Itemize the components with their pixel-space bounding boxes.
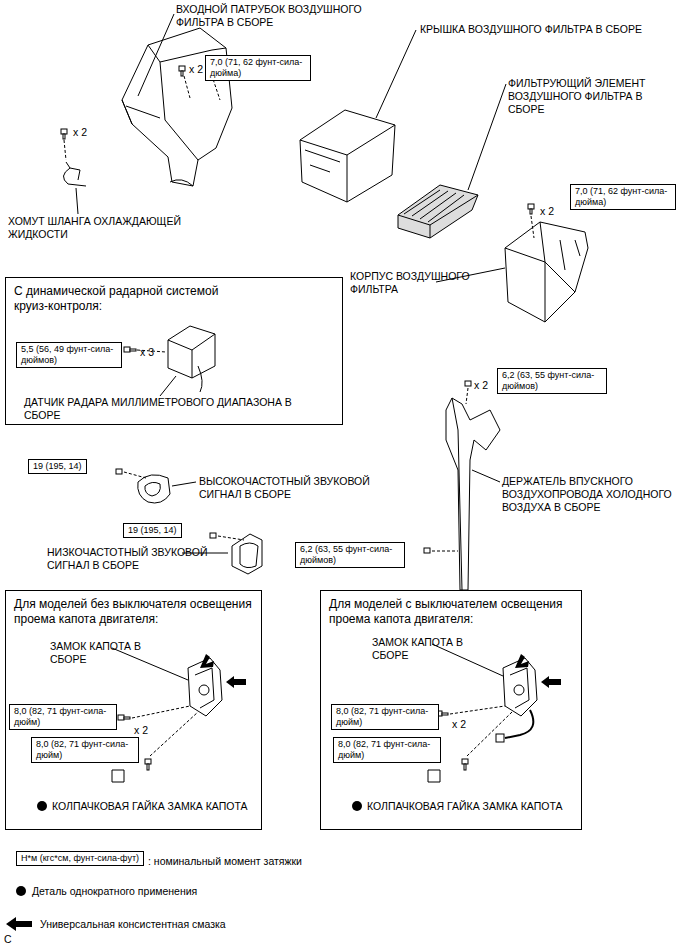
radar-sensor-drawing <box>124 326 215 392</box>
condition-heading: Для моделей без выключателя освещения пр… <box>14 597 254 627</box>
part-label: ДЕРЖАТЕЛЬ ВПУСКНОГО ВОЗДУХОПРОВОДА ХОЛОД… <box>502 475 680 514</box>
part-label: ЗАМОК КАПОТА В СБОРЕ <box>50 640 160 666</box>
torque-box: 8,0 (82, 71 фунт-сила-дюйм) <box>333 737 441 763</box>
part-label: ВХОДНОЙ ПАТРУБОК ВОЗДУШНОГО ФИЛЬТРА В СБ… <box>176 3 391 29</box>
torque-box: Н*м (кгс*см, фунт-сила-фут) <box>16 851 144 866</box>
bolt <box>179 66 185 76</box>
torque-value: Н*м (кгс*см, фунт-сила-фут) <box>21 853 139 864</box>
legend-arrow <box>6 917 32 931</box>
torque-box: 19 (195, 14) <box>123 523 182 538</box>
torque-box: 8,0 (82, 71 фунт-сила-дюйм) <box>9 704 117 730</box>
torque-value: 6,2 (63, 55 фунт-сила-дюймов) <box>502 370 602 392</box>
torque-value: 8,0 (82, 71 фунт-сила-дюйм) <box>14 706 112 728</box>
quantity-label: x 2 <box>474 379 488 392</box>
part-label: ДАТЧИК РАДАРА МИЛЛИМЕТРОВОГО ДИАПАЗОНА В… <box>24 396 324 422</box>
condition-box: Для моделей без выключателя освещения пр… <box>5 590 262 830</box>
torque-box: 8,0 (82, 71 фунт-сила-дюйм) <box>331 704 439 730</box>
torque-value: 7,0 (71, 62 фунт-сила-дюйма) <box>210 57 306 79</box>
torque-value: 8,0 (82, 71 фунт-сила-дюйм) <box>336 706 434 728</box>
air-inlet-drawing <box>122 28 232 186</box>
torque-value: 8,0 (82, 71 фунт-сила-дюйм) <box>338 739 436 761</box>
legend-text: Универсальная консистентная смазка <box>40 918 226 931</box>
part-label: ЗАМОК КАПОТА В СБОРЕ <box>372 636 482 662</box>
quantity-label: x 3 <box>140 346 154 359</box>
air-cleaner-cap-drawing <box>300 110 395 202</box>
torque-box: 6,2 (63, 55 фунт-сила-дюймов) <box>497 368 607 394</box>
part-label: ХОМУТ ШЛАНГА ОХЛАЖДАЮЩЕЙ ЖИДКОСТИ <box>8 215 198 241</box>
part-label: ФИЛЬТРУЮЩИЙ ЭЛЕМЕНТ ВОЗДУШНОГО ФИЛЬТРА В… <box>508 77 680 116</box>
holder-drawing <box>424 381 500 590</box>
part-label: КОРПУС ВОЗДУШНОГО ФИЛЬТРА <box>350 270 490 296</box>
legend-text: : номинальный момент затяжки <box>148 855 302 868</box>
quantity-label: x 2 <box>189 63 203 76</box>
torque-value: 7,0 (71, 62 фунт-сила-дюйма) <box>575 186 671 208</box>
torque-box: 6,2 (63, 55 фунт-сила-дюймов) <box>295 542 405 568</box>
torque-value: 5,5 (56, 49 фунт-сила-дюймов) <box>21 344 117 366</box>
grease-arrow <box>515 654 561 688</box>
hood-lock-drawing <box>112 658 222 782</box>
part-label: НИЗКОЧАСТОТНЫЙ ЗВУКОВОЙ СИГНАЛ В СБОРЕ <box>47 546 237 572</box>
part-label: КРЫШКА ВОЗДУШНОГО ФИЛЬТРА В СБОРЕ <box>420 23 642 36</box>
torque-box: 19 (195, 14) <box>28 459 87 474</box>
air-cleaner-case-drawing <box>505 222 588 322</box>
torque-value: 6,2 (63, 55 фунт-сила-дюймов) <box>300 544 400 566</box>
torque-box: 7,0 (71, 62 фунт-сила-дюйма) <box>570 184 676 210</box>
torque-value: 8,0 (82, 71 фунт-сила-дюйм) <box>36 739 134 761</box>
condition-heading: С динамической радарной системой круиз-к… <box>14 284 254 314</box>
condition-box: Для моделей с выключателем освещения про… <box>320 590 582 830</box>
quantity-label: x 2 <box>540 205 554 218</box>
grease-arrow <box>200 654 246 688</box>
legend-text: Деталь однократного применения <box>32 885 197 898</box>
part-label: КОЛПАЧКОВАЯ ГАЙКА ЗАМКА КАПОТА <box>367 800 562 813</box>
quantity-label: x 2 <box>452 718 466 731</box>
hood-lock-drawing <box>428 658 537 782</box>
horn-drawing <box>116 469 170 503</box>
torque-box: 5,5 (56, 49 фунт-сила-дюймов) <box>16 342 122 368</box>
quantity-label: x 2 <box>134 724 148 737</box>
filter-element-drawing <box>398 185 478 238</box>
condition-heading: Для моделей с выключателем освещения про… <box>329 597 569 627</box>
torque-value: 19 (195, 14) <box>128 525 177 536</box>
legend-swatch <box>16 886 26 896</box>
part-label: ВЫСОКОЧАСТОТНЫЙ ЗВУКОВОЙ СИГНАЛ В СБОРЕ <box>199 475 414 501</box>
part-label: C <box>4 933 12 946</box>
part-label: КОЛПАЧКОВАЯ ГАЙКА ЗАМКА КАПОТА <box>52 800 247 813</box>
quantity-label: x 2 <box>73 126 87 139</box>
torque-box: 8,0 (82, 71 фунт-сила-дюйм) <box>31 737 139 763</box>
torque-value: 19 (195, 14) <box>33 461 82 472</box>
torque-box: 7,0 (71, 62 фунт-сила-дюйма) <box>205 55 311 81</box>
